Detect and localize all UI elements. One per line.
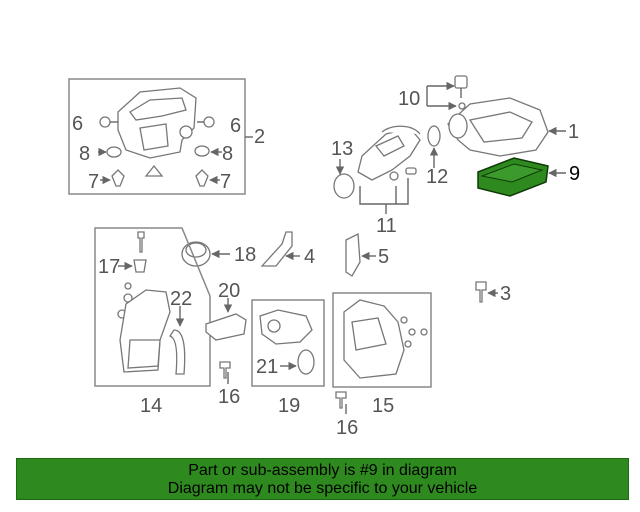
callout-4: 4 [304,246,315,268]
callout-21: 21 [256,356,278,378]
callout-16-left: 16 [218,386,240,408]
resonator-group: 17 22 14 [94,227,211,417]
air-filter-element-group: 9 [477,157,580,197]
callout-16-right: 16 [336,417,358,439]
callout-15: 15 [372,395,394,417]
chamber-19-group: 21 19 [251,299,325,417]
bolt-3 [475,281,487,303]
callout-8-right: 8 [222,143,233,165]
banner-line-2: Diagram may not be specific to your vehi… [167,480,478,497]
intake-tube-group: 13 12 11 [331,125,448,237]
info-banner: Part or sub-assembly is #9 in diagram Di… [16,458,629,500]
bracket-4 [260,231,293,267]
group-box-14 [94,227,211,387]
callout-7-left: 7 [88,171,99,193]
chamber-19 [259,309,313,345]
callout-1: 1 [568,121,579,143]
bracket-5 [345,232,361,277]
callout-8-left: 8 [79,143,90,165]
callout-14: 14 [140,395,162,417]
callout-2: 2 [254,126,265,148]
callout-11: 11 [376,215,397,237]
callout-17: 17 [98,256,120,278]
callout-3: 3 [500,283,511,305]
duct-20-group: 20 16 [205,280,247,408]
callout-18: 18 [234,244,256,266]
air-cleaner-case-group: 6 6 8 8 7 7 2 [68,78,265,195]
group-box-19 [251,299,325,387]
air-cleaner-cover-group: 1 10 [398,75,579,157]
callout-7-right: 7 [220,171,231,193]
callout-5: 5 [378,246,389,268]
callout-20: 20 [218,280,240,302]
callout-10: 10 [398,88,420,110]
callout-9: 9 [569,163,580,185]
group-box-15 [332,292,432,388]
duct-20 [205,313,247,341]
callout-6-right: 6 [230,115,241,137]
callout-19: 19 [278,395,300,417]
tank-15-group: 15 16 [332,292,432,439]
small-parts-group: 18 4 5 3 [181,231,511,305]
callout-12: 12 [426,166,448,188]
banner-line-1: Part or sub-assembly is #9 in diagram [188,462,457,479]
callout-6-left: 6 [72,113,83,135]
callout-22: 22 [170,288,192,310]
callout-13: 13 [331,138,353,160]
